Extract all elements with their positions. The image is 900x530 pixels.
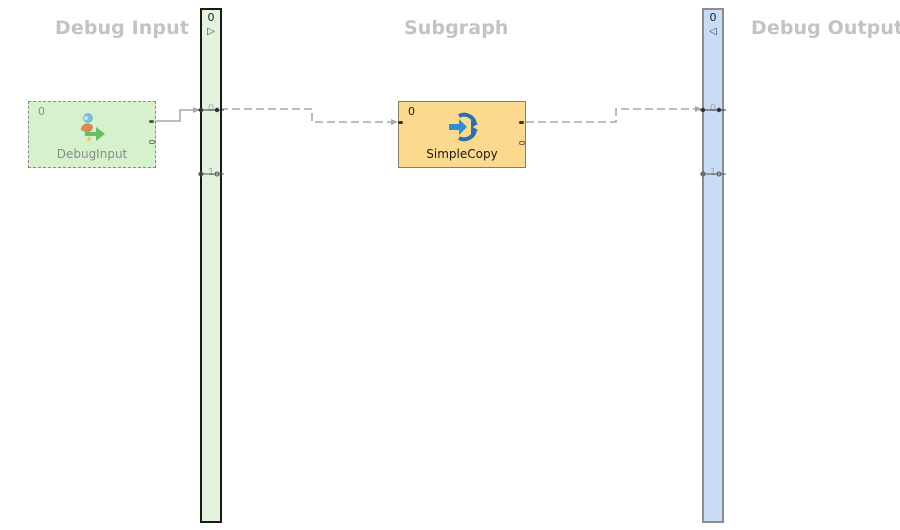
- simple-copy-node-label: SimpleCopy: [426, 147, 498, 161]
- input-bar-index: 0: [207, 11, 215, 24]
- output-port-0-label: 0: [709, 103, 717, 114]
- subgraph-input-bar[interactable]: 0 ▷ 0 1: [198, 8, 224, 523]
- debug-output-title: Debug Output: [751, 17, 900, 39]
- debug-input-node[interactable]: 0 DebugInput: [28, 101, 156, 168]
- subgraph-title: Subgraph: [404, 17, 509, 39]
- simple-copy-node[interactable]: 0 SimpleCopy: [398, 101, 526, 168]
- input-bar-arrow-icon: ▷: [207, 26, 215, 37]
- simple-copy-icon: [449, 112, 478, 142]
- output-port-1-connector-icon[interactable]: [700, 170, 726, 178]
- debug-input-output-port-0[interactable]: [149, 120, 154, 123]
- subgraph-output-bar[interactable]: 0 ◁ 0 1: [700, 8, 726, 523]
- debug-input-output-port-1[interactable]: [149, 140, 155, 144]
- output-bar-arrow-icon: ◁: [709, 26, 717, 37]
- debug-input-node-label: DebugInput: [56, 147, 128, 161]
- debug-input-node-index: 0: [38, 105, 45, 118]
- input-port-0-label: 0: [207, 103, 215, 114]
- input-port-1-connector-icon[interactable]: [198, 170, 224, 178]
- edge-input-bar-to-simplecopy[interactable]: [220, 108, 398, 125]
- edge-debuginput-to-input-bar[interactable]: [156, 107, 200, 122]
- output-port-1-label: 1: [709, 167, 717, 178]
- simple-copy-input-port-0[interactable]: [398, 121, 403, 124]
- simple-copy-output-port-0[interactable]: [519, 121, 524, 124]
- output-bar-index: 0: [709, 11, 717, 24]
- edge-simplecopy-to-output-bar[interactable]: [526, 106, 702, 123]
- input-port-1-label: 1: [207, 167, 215, 178]
- input-port-0-connector-icon[interactable]: [198, 106, 224, 114]
- debug-input-icon: [80, 113, 105, 141]
- simple-copy-output-port-1[interactable]: [519, 141, 525, 145]
- simple-copy-node-index: 0: [408, 105, 415, 118]
- output-port-0-connector-icon[interactable]: [700, 106, 726, 114]
- debug-input-title: Debug Input: [55, 17, 189, 39]
